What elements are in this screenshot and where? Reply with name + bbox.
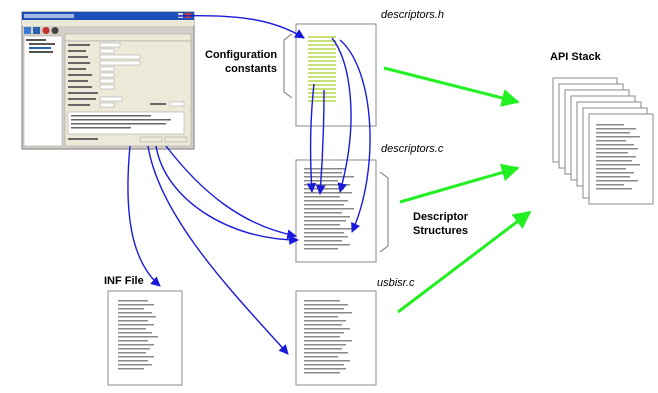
usbisr-c-document: usbisr.c (295, 277, 415, 386)
arrow-usbisr-to-api-stack (397, 210, 532, 314)
arrow-tool-to-descriptors-h (177, 14, 305, 39)
arrow-h-to-c-4 (339, 39, 371, 233)
api-stack-label: API Stack (550, 51, 602, 63)
descriptors-h-document: descriptors.h (295, 9, 444, 127)
blue-arrows (127, 14, 371, 355)
arrow-h-to-c-2 (315, 89, 326, 195)
usbisr-c-label: usbisr.c (377, 277, 415, 289)
config-tool-window-thumbnail (21, 11, 195, 150)
config-constants-bracket (283, 33, 293, 99)
arrow-h-to-c-3 (331, 37, 352, 193)
config-constants-label-line1: Configuration (205, 49, 277, 61)
descriptor-structures-bracket (379, 171, 389, 253)
arrow-tool-to-usbisr-c (147, 145, 289, 355)
green-arrows (383, 66, 532, 314)
arrow-h-to-api-stack (383, 66, 520, 107)
descriptor-structures-label-line2: Structures (413, 225, 468, 237)
arrow-c-to-api-stack (399, 163, 520, 204)
api-stack-pages: API Stack (550, 51, 654, 205)
inf-file-label: INF File (104, 275, 144, 287)
arrow-tool-to-descriptors-c-1 (165, 145, 297, 240)
descriptor-structures-label-line1: Descriptor (413, 211, 469, 223)
arrow-tool-to-descriptors-c-2 (155, 145, 299, 245)
arrow-h-to-c-1 (306, 83, 317, 193)
inf-file-document: INF File (104, 275, 183, 386)
descriptors-h-label: descriptors.h (381, 9, 444, 21)
config-constants-label-line2: constants (225, 63, 277, 75)
arrow-tool-to-inf-file (127, 145, 161, 287)
descriptors-c-label: descriptors.c (381, 143, 444, 155)
